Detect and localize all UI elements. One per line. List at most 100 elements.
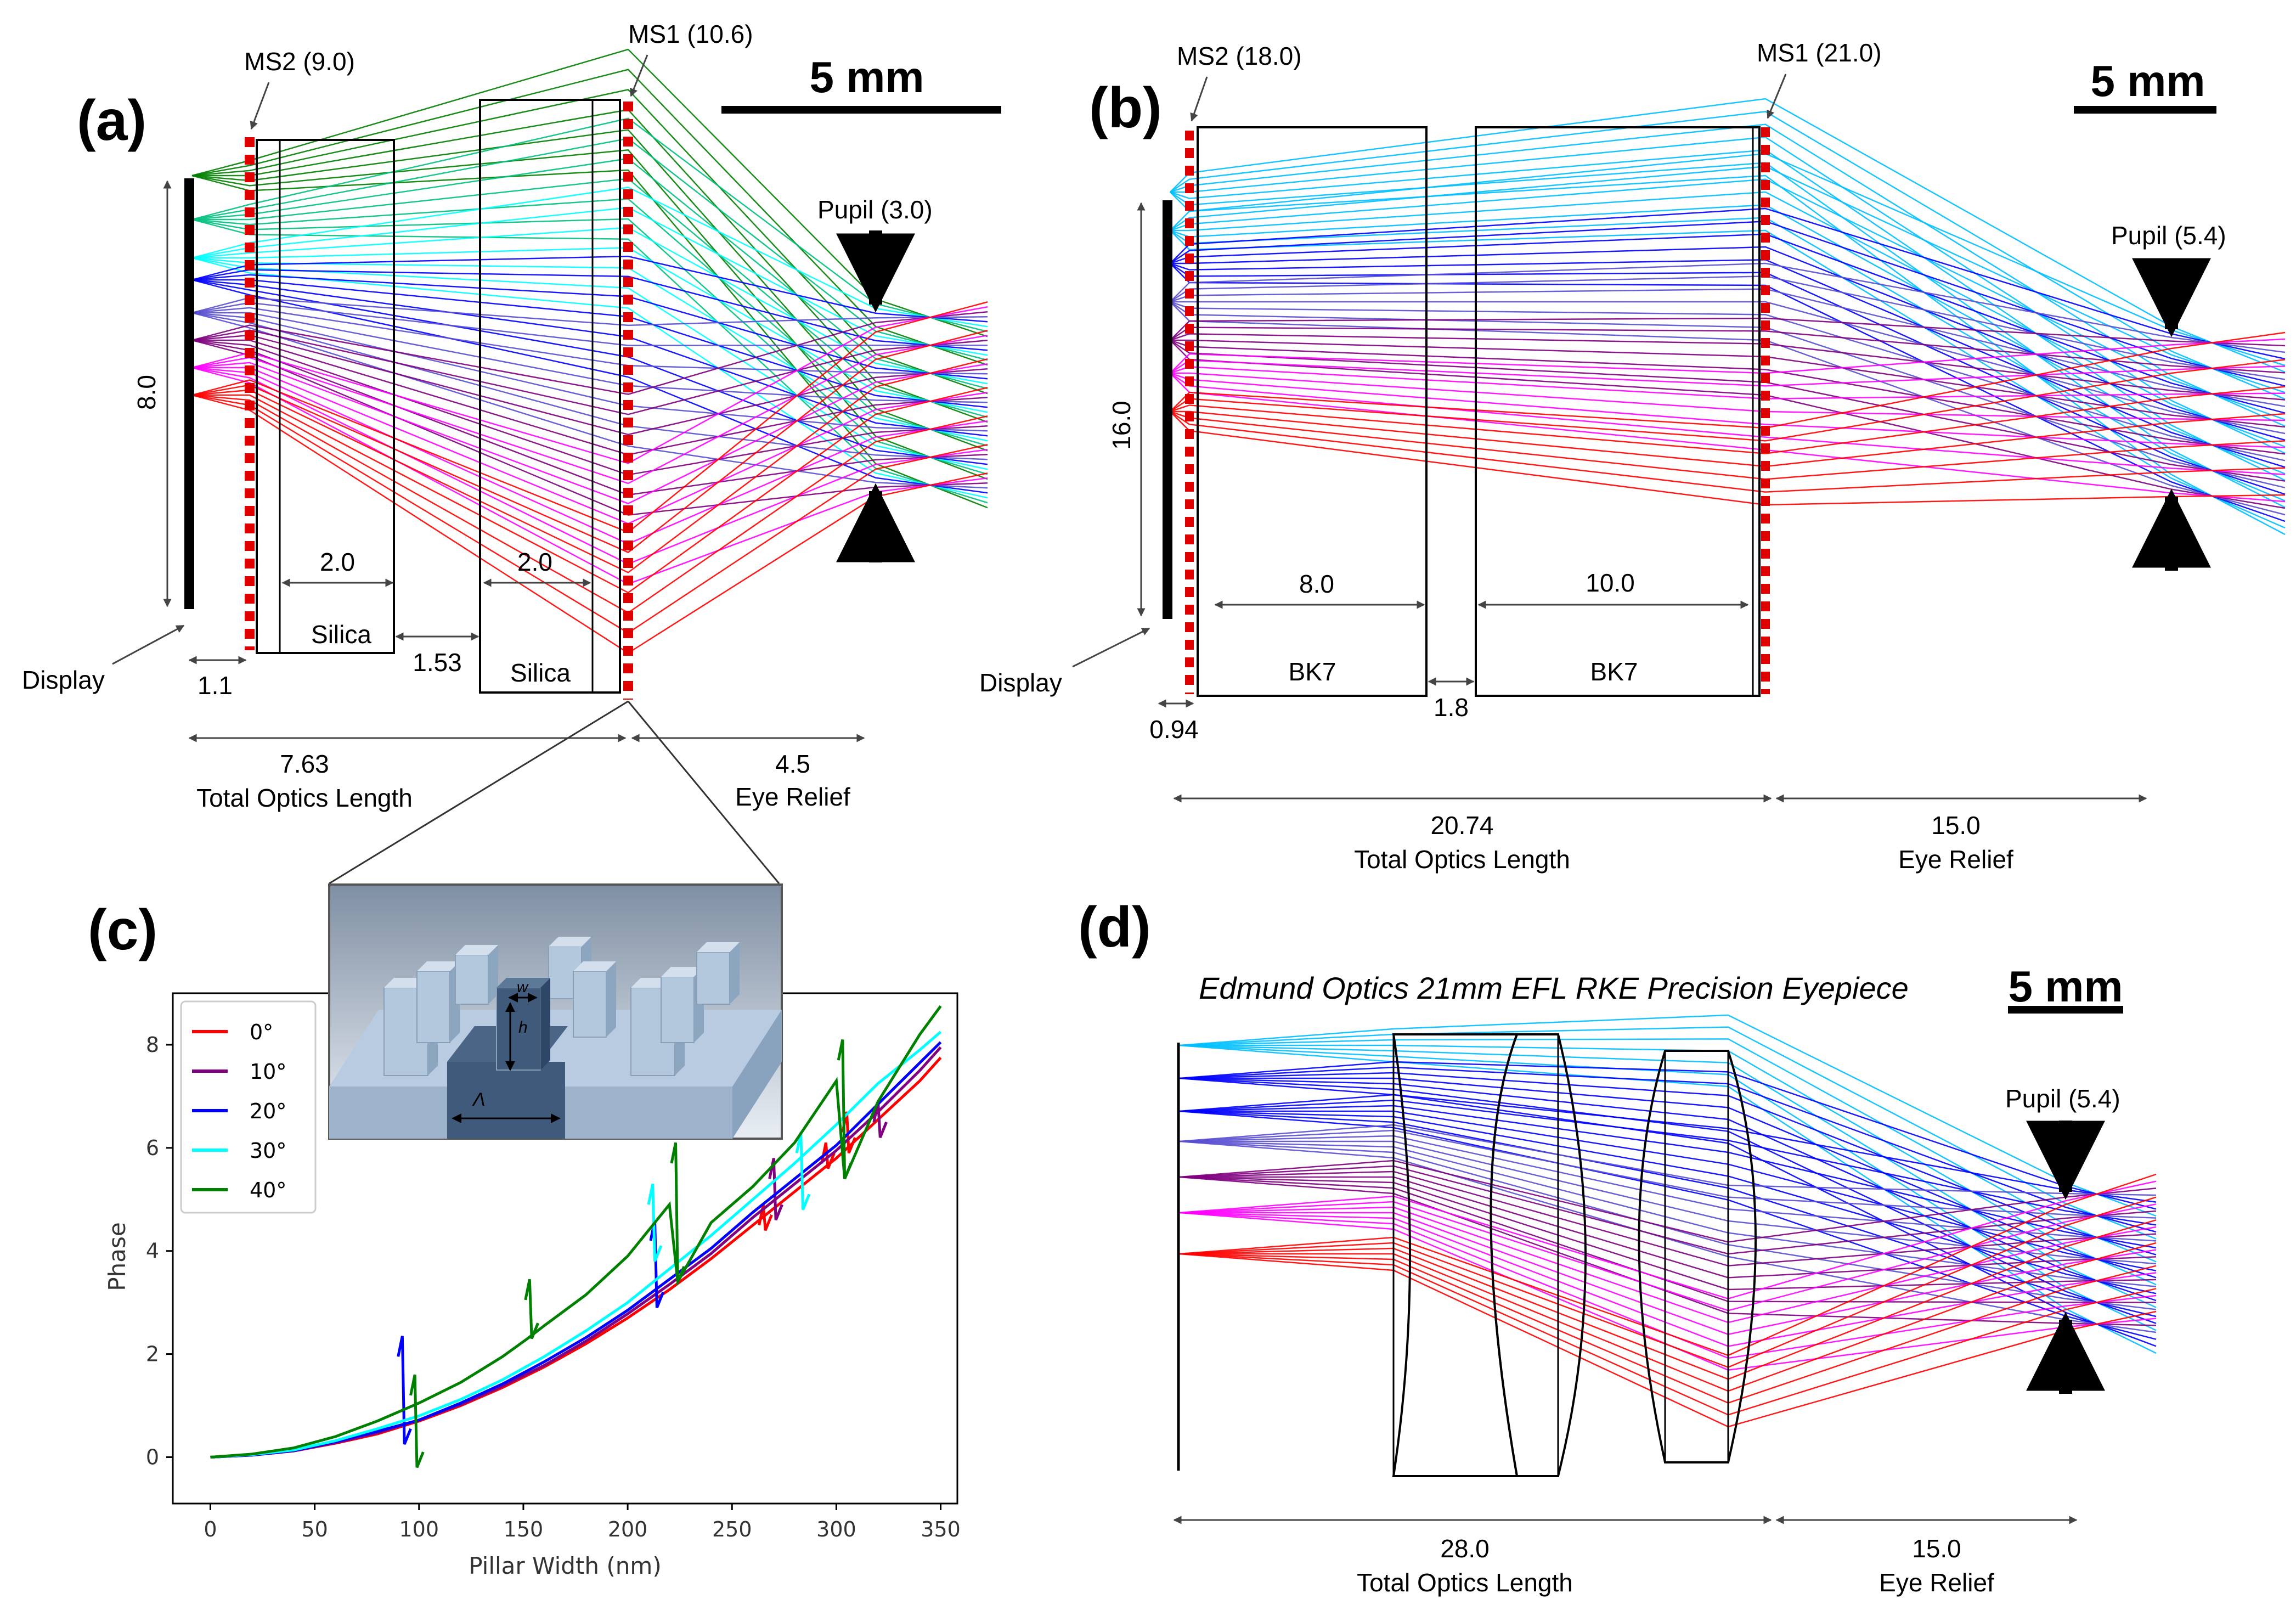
nanopillar-side: [606, 961, 616, 1037]
ray: [191, 255, 988, 323]
nanopillar-top: [417, 961, 460, 971]
series-resonance: [872, 1101, 888, 1138]
series-resonance: [795, 1132, 811, 1211]
plate2-material-b: BK7: [1590, 657, 1638, 686]
display-height-b: 16.0: [1107, 401, 1136, 450]
unit-cell-front: [447, 1062, 565, 1139]
scale-label-d: 5 mm: [2009, 962, 2123, 1011]
series-resonance: [524, 1279, 539, 1339]
ray: [191, 187, 988, 328]
panel-c-label: (c): [88, 898, 157, 962]
x-tick-label: 250: [712, 1517, 752, 1541]
x-axis-label: Pillar Width (nm): [469, 1552, 661, 1579]
ms1-pointer-a: [630, 54, 648, 97]
chart-series: [210, 1005, 942, 1468]
ray: [191, 69, 988, 366]
ray: [1170, 386, 2286, 454]
nanopillar-top: [497, 978, 550, 988]
total-length-value-a: 7.63: [280, 750, 329, 778]
series-resonance: [820, 1142, 836, 1169]
gap2-a: 1.53: [413, 648, 462, 677]
series-line: [210, 1031, 942, 1459]
ray: [191, 169, 988, 509]
ray: [191, 257, 988, 470]
ray: [191, 334, 988, 436]
zoom-line-left: [329, 700, 629, 885]
nanopillar-side: [730, 942, 740, 1004]
pupil-label-d: Pupil (5.4): [2005, 1084, 2120, 1113]
ray: [191, 218, 988, 504]
gap2-b: 1.8: [1434, 693, 1469, 722]
ray: [191, 311, 988, 395]
ray: [191, 274, 988, 380]
ray: [191, 362, 988, 504]
display-pointer-a: [112, 624, 185, 665]
ray: [192, 387, 988, 594]
bk7-plate-2: [1475, 126, 1761, 697]
ray: [191, 269, 988, 351]
plate2-thickness-b: 10.0: [1586, 568, 1635, 597]
total-length-label-b: Total Optics Length: [1354, 845, 1570, 874]
series-resonance: [837, 1039, 853, 1180]
ray: [1170, 262, 2286, 495]
x-tick-label: 0: [204, 1517, 217, 1541]
y-tick-label: 0: [146, 1445, 159, 1469]
nanopillar: [573, 971, 607, 1038]
ray: [191, 88, 988, 395]
eye-relief-value-a: 4.5: [775, 750, 810, 778]
gap1-a: 1.1: [198, 671, 233, 700]
y-tick-label: 2: [146, 1342, 159, 1366]
panel-a: (a) 5 mm MS2 (9.0) MS1 (10.6) Pupil (3.0…: [22, 20, 1001, 885]
ray: [192, 109, 988, 423]
gap1-b: 0.94: [1149, 715, 1199, 744]
series-resonance: [397, 1336, 412, 1445]
ray: [1170, 301, 2286, 516]
ray: [191, 394, 988, 634]
display-label-a: Display: [22, 666, 105, 694]
panel-a-label: (a): [77, 89, 146, 153]
plate2-thickness-a: 2.0: [517, 548, 552, 576]
ray: [191, 279, 988, 494]
ray: [191, 335, 988, 485]
display-label-b: Display: [979, 668, 1062, 697]
ray: [191, 257, 988, 499]
x-tick-label: 50: [301, 1517, 328, 1541]
legend-entry: 20°: [250, 1099, 286, 1123]
panel-d-label: (d): [1078, 896, 1151, 959]
plate2-material-a: Silica: [510, 658, 571, 687]
legend-entry: 30°: [250, 1139, 286, 1163]
legend-entry: 0°: [250, 1020, 273, 1044]
nanopillar-side: [540, 978, 550, 1070]
nanopillar: [455, 954, 489, 1005]
total-length-label-a: Total Optics Length: [196, 784, 413, 812]
nanopillar-top: [661, 967, 704, 977]
plate1-thickness-b: 8.0: [1299, 570, 1334, 598]
eye-relief-label-a: Eye Relief: [735, 783, 850, 811]
series-resonance: [409, 1374, 425, 1468]
pupil-label-a: Pupil (3.0): [817, 195, 933, 224]
ray: [1179, 1110, 2157, 1294]
ray: [191, 129, 988, 452]
panel-b: (b) 5 mm MS2 (18.0) MS1 (21.0) Pupil (5.…: [979, 38, 2286, 874]
legend-entry: 10°: [250, 1060, 286, 1084]
eye-relief-label-b: Eye Relief: [1898, 845, 2013, 874]
nanopillar-top: [697, 942, 740, 952]
plate1-thickness-a: 2.0: [320, 548, 355, 576]
ray: [191, 218, 988, 475]
ray: [192, 367, 988, 525]
lens-element-2: [1490, 1033, 1587, 1477]
nanopillar: [696, 952, 730, 1005]
ray: [1179, 1212, 2157, 1359]
scale-label-b: 5 mm: [2091, 57, 2205, 105]
panel-d-title: Edmund Optics 21mm EFL RKE Precision Eye…: [1199, 971, 1909, 1005]
total-length-label-d: Total Optics Length: [1357, 1568, 1573, 1597]
ray-bundle-b: [1170, 98, 2286, 536]
ray: [1170, 410, 2286, 493]
bk7-plate-1: [1197, 126, 1428, 697]
ms2-label-b: MS2 (18.0): [1177, 42, 1302, 70]
ms2-pointer-a: [250, 82, 270, 130]
ray: [191, 358, 988, 573]
ray: [191, 329, 988, 415]
